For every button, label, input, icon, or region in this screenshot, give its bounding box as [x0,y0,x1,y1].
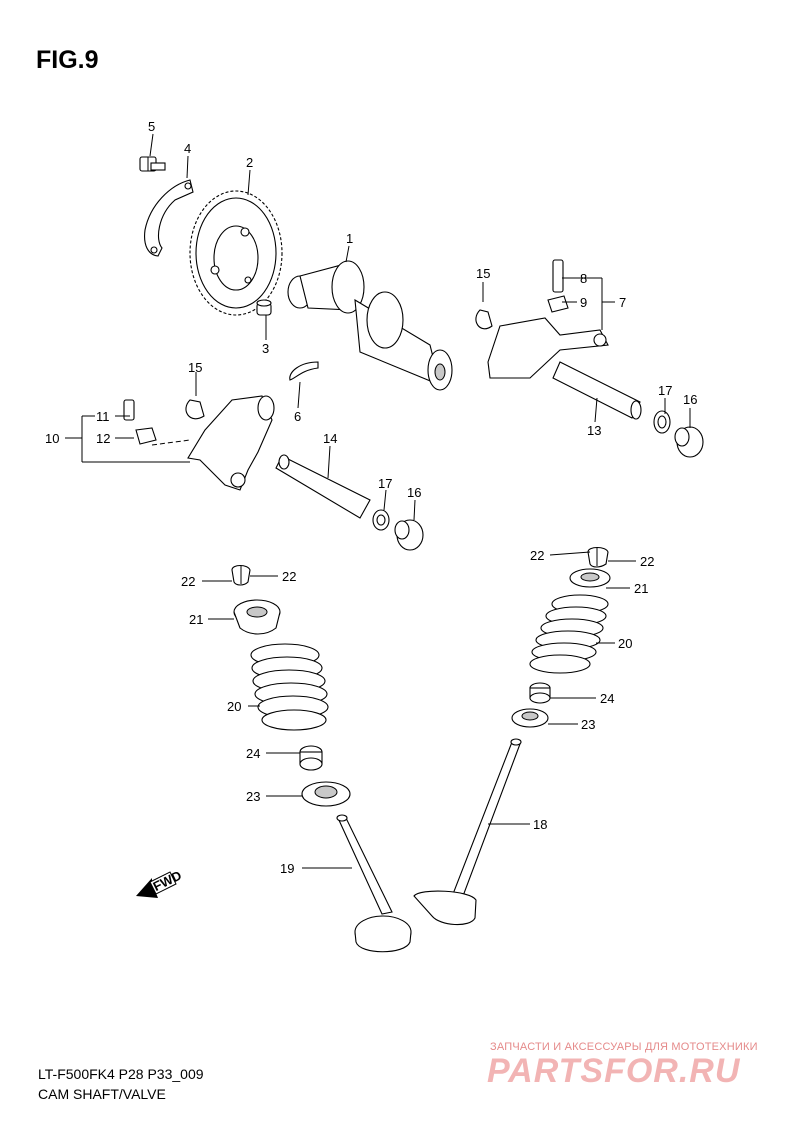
callout-18: 18 [533,817,547,832]
spring-left-part-20 [250,643,329,731]
leader-lines [65,133,691,869]
callout-2: 2 [246,155,253,170]
callout-4: 4 [184,141,191,156]
plug-left-part-16 [394,519,424,551]
callout-24-right: 24 [600,691,614,706]
plate-part-4 [144,179,194,257]
callout-22-right-b: 22 [640,554,654,569]
rocker-arm-left [123,395,275,491]
retainer-right-part-21 [569,568,611,588]
callout-20-left: 20 [227,699,241,714]
circlip-part-6 [289,361,319,381]
figure-code: LT-F500FK4 P28 P33_009 [38,1066,204,1082]
callout-14: 14 [323,431,337,446]
callout-19: 19 [280,861,294,876]
callout-labels: 5 4 2 1 3 6 15 8 9 7 13 17 16 15 11 12 1… [45,119,697,876]
cotter-right-part-22 [587,546,609,568]
stem-seal-left-part-24 [299,745,323,771]
callout-3: 3 [262,341,269,356]
callout-13: 13 [587,423,601,438]
callout-1: 1 [346,231,353,246]
figure-title: FIG.9 [36,46,99,74]
callout-10: 10 [45,431,59,446]
spring-right-part-20 [529,594,609,674]
callout-22-right-a: 22 [530,548,544,563]
washer-right-part-17 [653,410,671,434]
callout-17-right: 17 [658,383,672,398]
callout-15-right: 15 [476,266,490,281]
washer-left-part-17 [372,509,390,531]
rocker-arm-right [475,259,609,379]
watermark-logo: PARTSFOR.RU [487,1052,741,1090]
camshaft-part-1 [287,260,453,391]
plug-right-part-16 [674,426,704,458]
callout-23-right: 23 [581,717,595,732]
callout-17-left: 17 [378,476,392,491]
callout-22-left-b: 22 [282,569,296,584]
callout-15-left: 15 [188,360,202,375]
callout-21-right: 21 [634,581,648,596]
callout-11: 11 [96,409,110,424]
fwd-arrow-icon: FWD [136,868,184,898]
figure-caption: CAM SHAFT/VALVE [38,1086,166,1102]
callout-16-left: 16 [407,485,421,500]
stem-seal-right-part-24 [529,682,551,704]
callout-20-right: 20 [618,636,632,651]
callout-21-left: 21 [189,612,203,627]
callout-24-left: 24 [246,746,260,761]
callout-12: 12 [96,431,110,446]
pin-part-3 [256,299,272,316]
retainer-left-part-21 [233,599,281,635]
callout-9: 9 [580,295,587,310]
valve-exhaust-part-18 [413,738,522,926]
seat-left-part-23 [301,781,351,807]
bolt-part-5 [139,156,166,172]
sprocket-part-2 [189,190,283,316]
valve-intake-part-19 [336,814,412,953]
callout-7: 7 [619,295,626,310]
rocker-shaft-part-14 [275,454,371,519]
callout-5: 5 [148,119,155,134]
seat-right-part-23 [511,708,549,728]
cotter-left-part-22 [231,564,251,586]
callout-6: 6 [294,409,301,424]
callout-8: 8 [580,271,587,286]
callout-22-left-a: 22 [181,574,195,589]
watermark-tagline: ЗАПЧАСТИ И АКСЕССУАРЫ ДЛЯ МОТОТЕХНИКИ [490,1041,758,1053]
fwd-label: FWD [151,868,184,894]
callout-23-left: 23 [246,789,260,804]
rocker-shaft-part-13 [552,361,642,420]
callout-16-right: 16 [683,392,697,407]
